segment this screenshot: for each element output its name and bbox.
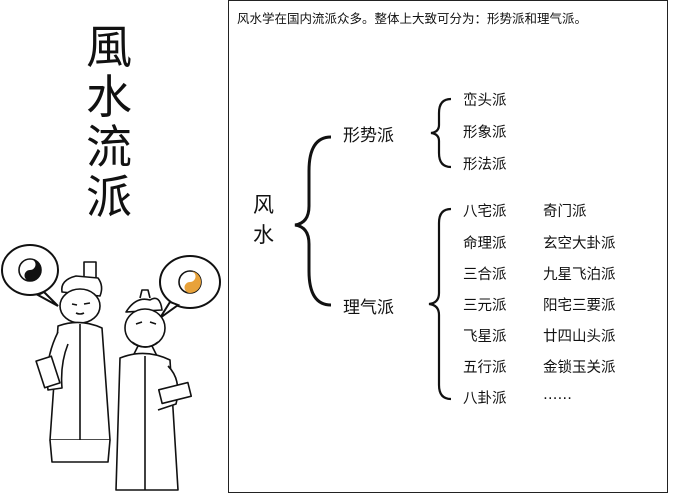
liqi-item: …… xyxy=(543,387,572,403)
liqi-item: 五行派 xyxy=(463,360,507,376)
illustration-panel: 風 水 流 派 xyxy=(0,0,228,500)
title-char: 派 xyxy=(86,170,132,224)
liqi-item: 廿四山头派 xyxy=(543,329,616,345)
speech-bubble-left xyxy=(1,244,59,307)
brace-lines xyxy=(294,97,452,401)
liqi-item: 三元派 xyxy=(463,298,507,314)
liqi-item: 奇门派 xyxy=(543,204,587,220)
liqi-item: 九星飞泊派 xyxy=(543,267,616,283)
root-char: 风 xyxy=(253,193,274,217)
liqi-brace xyxy=(428,207,452,401)
speech-bubble-right xyxy=(159,255,221,319)
yin-yang-icon xyxy=(18,258,42,282)
xingshi-item: 形象派 xyxy=(463,125,507,141)
liqi-item: 三合派 xyxy=(463,267,507,283)
xingshi-item: 形法派 xyxy=(463,157,507,173)
root-char: 水 xyxy=(253,223,274,247)
branch-label-liqi: 理气派 xyxy=(343,298,394,318)
xingshi-brace xyxy=(430,97,452,169)
title-char: 流 xyxy=(86,120,132,174)
liqi-item: 阳宅三要派 xyxy=(543,298,616,314)
intro-text: 风水学在国内流派众多。整体上大致可分为：形势派和理气派。 xyxy=(237,11,588,26)
branch-label-xingshi: 形势派 xyxy=(343,126,394,146)
liqi-item: 命理派 xyxy=(463,236,507,252)
liqi-item: 八宅派 xyxy=(463,204,507,220)
root-brace xyxy=(294,135,332,307)
scholar-left xyxy=(35,261,111,463)
scholar-right xyxy=(115,289,193,491)
yin-yang-icon xyxy=(178,270,202,294)
liqi-item: 飞星派 xyxy=(463,329,507,345)
diagram-card: 风水学在国内流派众多。整体上大致可分为：形势派和理气派。 风 水 形势派 理气派… xyxy=(228,0,668,493)
liqi-item: 金锁玉关派 xyxy=(543,360,616,376)
scholar-illustration xyxy=(1,244,221,491)
title-char: 風 xyxy=(86,20,132,74)
title-char: 水 xyxy=(86,70,132,124)
liqi-item: 玄空大卦派 xyxy=(543,236,616,252)
vertical-title: 風 水 流 派 xyxy=(82,22,136,222)
liqi-item: 八卦派 xyxy=(463,391,507,407)
xingshi-item: 峦头派 xyxy=(463,93,507,109)
